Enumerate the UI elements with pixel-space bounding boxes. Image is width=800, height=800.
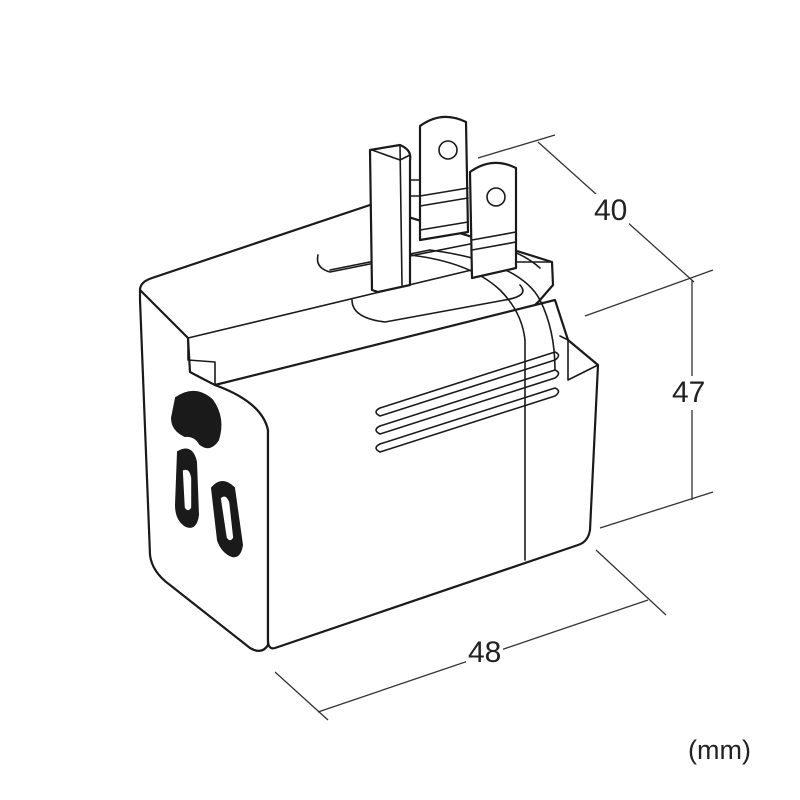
prong-front-hole <box>486 187 506 207</box>
dimension-depth-label: 40 <box>592 194 630 228</box>
unit-label: (mm) <box>688 735 751 765</box>
socket-ground-hole <box>170 391 222 449</box>
plug-prongs <box>368 115 518 294</box>
socket-holes <box>170 391 244 558</box>
adapter-body <box>138 203 600 652</box>
dimension-width-label: 48 <box>466 636 504 670</box>
prong-left <box>368 143 412 294</box>
prong-back <box>418 115 470 242</box>
dim-width-ext-right <box>595 549 667 616</box>
dim-height-ext-bottom <box>599 491 714 529</box>
dim-depth-ext-top <box>477 134 556 159</box>
prong-front <box>468 161 518 280</box>
dimension-height-label: 47 <box>670 376 708 410</box>
body-seam-band <box>409 254 526 561</box>
dim-width-ext-left <box>274 671 329 721</box>
prong-back-hole <box>438 140 458 160</box>
dim-depth-ext-bottom <box>584 269 714 317</box>
vent-slots <box>375 351 560 453</box>
plug-base-pad <box>351 284 524 323</box>
body-side-step <box>559 335 599 381</box>
